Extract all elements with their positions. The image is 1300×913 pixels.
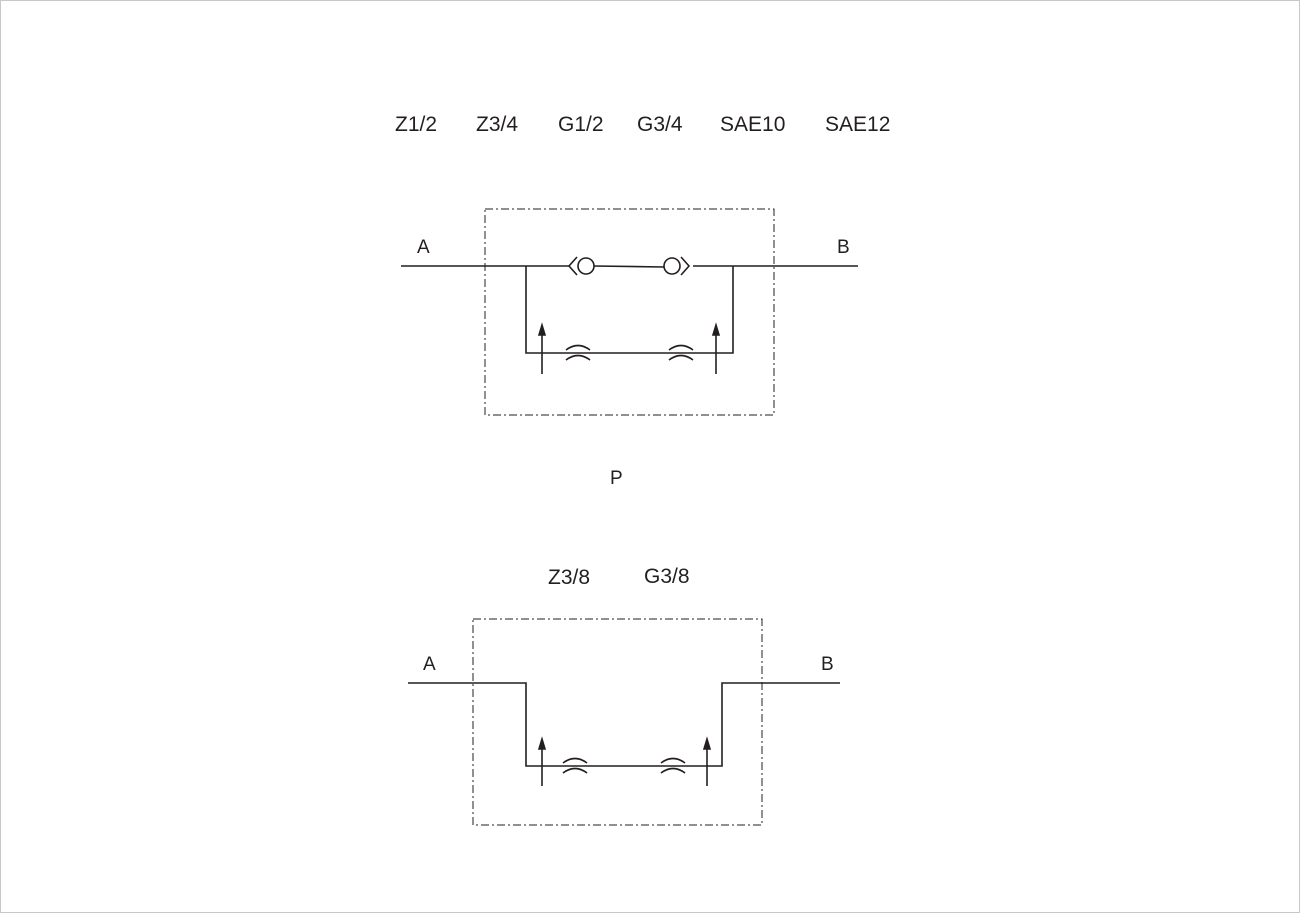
port-size-label: Z3/8 [548, 566, 591, 589]
check-valve-seat-right [680, 256, 691, 276]
port-size-label: SAE12 [825, 113, 891, 136]
bottom-circuit [408, 618, 840, 826]
bottom-enclosure-box [472, 618, 763, 826]
port-b-label: B [821, 654, 834, 675]
check-valve-seat-left [567, 256, 578, 276]
port-size-label: G3/8 [644, 565, 690, 588]
throttle-left [565, 344, 591, 361]
port-size-label: Z3/4 [476, 113, 519, 136]
check-valve-ball-left [577, 257, 595, 275]
p-label: P [610, 468, 623, 489]
port-size-label: Z1/2 [395, 113, 438, 136]
check-valve-ball-right [663, 257, 681, 275]
port-size-label: G1/2 [558, 113, 604, 136]
throttle-left [562, 757, 588, 774]
top-enclosure-box [484, 208, 775, 416]
port-a-label: A [417, 237, 430, 258]
throttle-right [660, 757, 686, 774]
check-valve-link [593, 265, 665, 268]
port-size-label: SAE10 [720, 113, 786, 136]
port-a-label: A [423, 654, 436, 675]
top-circuit [401, 208, 858, 416]
top-flow-lines [401, 265, 858, 354]
port-b-label: B [837, 237, 850, 258]
port-size-label: G3/4 [637, 113, 683, 136]
throttle-right [668, 344, 694, 361]
bottom-flow-lines [408, 682, 840, 767]
